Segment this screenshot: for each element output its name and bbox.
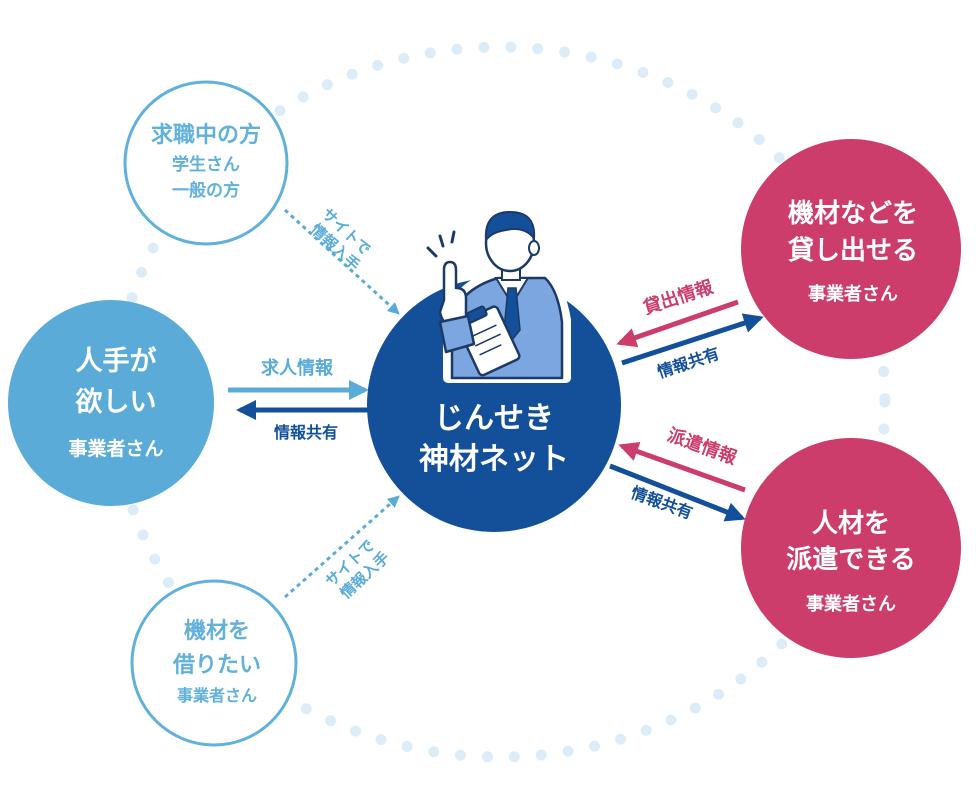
label-share-left: 情報共有	[274, 423, 338, 442]
node-lend-equipment: 機材などを 貸し出せる 事業者さん	[741, 139, 961, 359]
svg-text:人手が: 人手が	[76, 345, 157, 377]
sparkle-lines-icon	[426, 230, 456, 258]
arrow-share-right-top	[621, 313, 764, 366]
svg-text:求職中の方: 求職中の方	[151, 122, 261, 148]
arrow-dispatch-info	[618, 441, 746, 493]
label-dispatch-info: 派遣情報	[664, 424, 740, 470]
arrow-share-right-bottom	[609, 463, 746, 522]
label-job-info: 求人情報	[261, 357, 334, 379]
svg-text:事業者さん: 事業者さん	[68, 437, 163, 460]
arrow-lend-info	[616, 299, 739, 348]
label-site-info-bottom: サイトで 情報入手	[322, 533, 395, 605]
svg-text:神材ネット: 神材ネット	[419, 442, 569, 477]
svg-text:貸し出せる: 貸し出せる	[787, 235, 918, 266]
arrow-site-info-top	[283, 208, 400, 315]
arrow-site-info-bottom	[284, 495, 400, 599]
svg-text:学生さん: 学生さん	[172, 154, 240, 175]
svg-text:事業者さん: 事業者さん	[806, 593, 896, 615]
svg-text:じんせき: じんせき	[434, 401, 554, 436]
label-site-info-top: サイトで 情報入手	[305, 205, 378, 277]
node-job-seeker: 求職中の方 学生さん 一般の方	[123, 80, 289, 246]
node-borrow-equipment: 機材を 借りたい 事業者さん	[130, 579, 298, 747]
svg-text:派遣できる: 派遣できる	[786, 545, 915, 575]
node-dispatch-staff: 人材を 派遣できる 事業者さん	[741, 438, 961, 658]
svg-text:借りたい: 借りたい	[172, 653, 261, 678]
businessman-holding-clipboard-icon	[438, 209, 571, 383]
node-needs-staff: 人手が 欲しい 事業者さん	[8, 300, 214, 506]
svg-text:欲しい: 欲しい	[75, 387, 157, 418]
svg-text:人材を: 人材を	[812, 509, 890, 539]
svg-text:一般の方: 一般の方	[172, 180, 240, 201]
svg-text:事業者さん: 事業者さん	[177, 686, 257, 705]
svg-text:機材などを: 機材などを	[788, 199, 918, 229]
svg-text:事業者さん: 事業者さん	[808, 283, 898, 305]
svg-text:機材を: 機材を	[184, 619, 250, 644]
